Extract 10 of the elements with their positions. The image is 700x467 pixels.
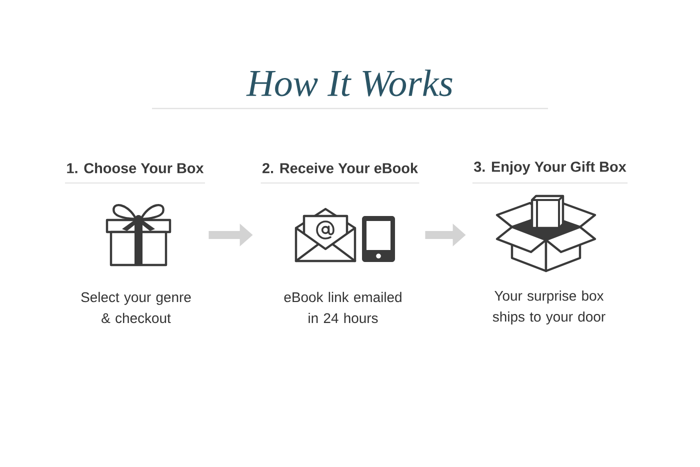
step-heading: 2. Receive Your eBook [262,162,418,174]
envelope-and-phone-icon [294,208,395,262]
open-box-icon [496,194,596,272]
step-description: Select your genre & checkout [81,292,191,324]
step-description: Your surprise box ships to your door [492,290,606,324]
step-heading: 1. Choose Your Box [67,162,204,174]
gift-icon [106,204,172,266]
step-heading: 3. Enjoy Your Gift Box [474,161,626,175]
title: How It Works [246,70,452,96]
step-description: eBook link emailed in 24 hours [284,292,402,324]
